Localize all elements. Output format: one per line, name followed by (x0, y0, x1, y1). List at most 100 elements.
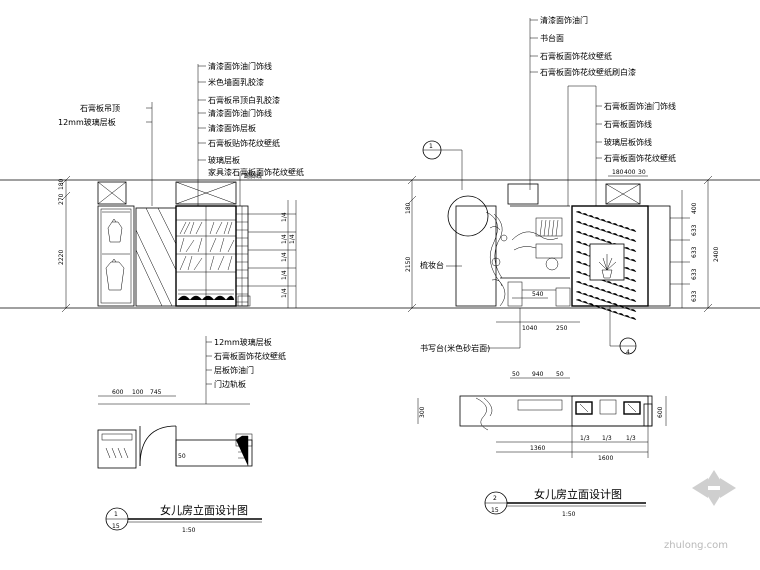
dim-p2-right-0: 600 (657, 406, 664, 418)
callout-e1-7: 家具漆石膏板面饰花纹壁纸 (208, 167, 304, 177)
elevation-1-callouts: 清漆面饰油门饰线 米色墙面乳胶漆 石膏板吊顶白乳胶漆 清漆面饰油门饰线 清漆面饰… (197, 61, 304, 206)
plan-1-hangers (105, 447, 129, 459)
marker-top-label: 1 (429, 143, 433, 150)
title-2-name: 女儿房立面设计图 (534, 487, 622, 501)
dim-e1-left-2: 2220 (58, 250, 65, 265)
dim-p2-bottom-2: 1/3 (602, 435, 612, 442)
callout-e2-1: 书台面 (540, 33, 564, 43)
plan-2-cabinet (571, 395, 649, 427)
dim-e2-top-1: 400 (624, 169, 636, 176)
watermark-text: zhulong.com (664, 540, 728, 551)
title-2-scale: 1:50 (562, 511, 576, 518)
title-1-scale: 1:50 (182, 527, 196, 534)
dim-e2-top-2: 30 (638, 169, 646, 176)
left-callout-e1-1: 12mm玻璃层板 (58, 117, 116, 127)
title-1-name: 女儿房立面设计图 (160, 503, 248, 517)
detail-circle (447, 195, 489, 237)
dim-p2-bottom-3: 1/3 (626, 435, 636, 442)
dim-p2-top-0: 50 (512, 371, 520, 378)
mirror-door (135, 207, 177, 307)
callout-e2-7: 石膏板面饰花纹壁纸 (604, 153, 676, 163)
callout-e1-3: 清漆面饰油门饰线 (208, 108, 272, 118)
dim-e2-right-2: 633 (691, 246, 698, 258)
cabinet-top-box (175, 181, 237, 205)
callout-p1-1: 石膏板面饰花纹壁纸 (214, 351, 286, 361)
dim-e2-bottom-2: 540 (532, 291, 544, 298)
section-marker-top: 1 (422, 140, 463, 190)
elevation-2-callouts: 清漆面饰油门 书台面 石膏板面饰花纹壁纸 石膏板面饰花纹壁纸刷白漆 石膏板面饰油… (529, 15, 676, 206)
hanging-clothes-icon (102, 211, 130, 291)
dim-e2-bottom-0: 1040 (522, 325, 537, 332)
callout-p1-0: 12mm玻璃层板 (214, 337, 272, 347)
callout-e1-1: 米色墙面乳胶漆 (208, 77, 264, 87)
dim-e2-right-3: 633 (691, 268, 698, 280)
dim-e2-right-0: 400 (691, 202, 698, 214)
plan-2-desk (517, 399, 563, 411)
dim-e2-right-4: 633 (691, 290, 698, 302)
callout-e2-2: 石膏板面饰花纹壁纸 (540, 51, 612, 61)
callout-e2-6: 玻璃层板饰线 (604, 137, 652, 147)
plan-2-room (459, 395, 653, 427)
plan-2-scroll-icon (475, 397, 493, 431)
dim-p1-2: 745 (150, 389, 162, 396)
callout-e1-2: 石膏板吊顶白乳胶漆 (208, 95, 280, 105)
dim-e2-left-0: 180 (405, 202, 412, 214)
dim-p2-bottom-0: 1360 (530, 445, 545, 452)
callout-e2-3: 石膏板面饰花纹壁纸刷白漆 (540, 67, 636, 77)
dim-e2-left-1: 2150 (405, 257, 412, 272)
dim-p2-bottom-1: 1/3 (580, 435, 590, 442)
dim-p1-3: 50 (178, 453, 186, 460)
elevation-2-left-dims: 180 2150 梳妆台 (405, 175, 462, 313)
e2-right-cabinet (647, 205, 671, 307)
callout-e2-5: 石膏板面饰线 (604, 119, 652, 129)
desk-unit (500, 205, 571, 307)
title-block-1: 1 15 女儿房立面设计图 1:50 (105, 503, 262, 534)
callout-e1-5: 石膏板贴饰花纹壁纸 (208, 138, 280, 148)
e1-top-label: 踢脚线 (244, 172, 262, 180)
door-swing (139, 425, 177, 467)
elevation-2-top-dims: 180 400 30 (608, 169, 648, 177)
dim-p1-1: 100 (132, 389, 144, 396)
plan-1-cabinet (175, 439, 253, 467)
vase-icon (598, 254, 617, 279)
dim-e1-right-2: 1/4 (281, 252, 288, 262)
plan-2: 50 940 50 300 600 1360 1/3 1/3 1/3 1600 (417, 371, 667, 462)
dim-e1-right-1: 1/4 (281, 234, 288, 244)
callout-e2-4: 石膏板面饰油门饰线 (604, 101, 676, 111)
callout-e2-0: 清漆面饰油门 (540, 15, 588, 25)
e2-top-box-left (507, 183, 539, 205)
dim-p1-0: 600 (112, 389, 124, 396)
wardrobe-top-box (97, 181, 127, 205)
dim-p2-left-0: 300 (419, 406, 426, 418)
elevation-1-left-callouts: 石膏板吊顶 12mm玻璃层板 (58, 102, 153, 206)
elevation-2-right-dims: 400 633 633 633 633 2400 (670, 175, 720, 313)
elevation-2-bottom-dims: 1040 250 540 书写台(米色砂岩面) (420, 291, 580, 353)
e2-top-box-right (605, 183, 641, 205)
callout-p1-3: 门边轨板 (214, 379, 246, 389)
wardrobe-frame (97, 205, 135, 307)
elevation-1-left-dims: 180 270 2220 (58, 175, 71, 313)
e2-side-label: 梳妆台 (420, 260, 444, 270)
marker-bottom-label: 4 (626, 349, 630, 356)
plan-1: 600 100 745 50 12mm玻璃层板 石膏板面饰花纹壁纸 层板饰油门 … (97, 336, 286, 469)
watermark: zhulong.com (664, 470, 736, 551)
dim-e1-right-5: 1/4 (289, 234, 296, 244)
callout-e1-6: 玻璃层板 (208, 155, 240, 165)
dim-e2-right-1: 633 (691, 224, 698, 236)
title-block-2: 2 15 女儿房立面设计图 1:50 (484, 487, 646, 518)
dim-e1-right-4: 1/4 (281, 288, 288, 298)
dim-e1-right-0: 1/4 (281, 212, 288, 222)
plan-1-wardrobe (97, 429, 137, 469)
left-callout-e1-0: 石膏板吊顶 (80, 103, 120, 113)
dim-e1-left-0: 180 (58, 178, 65, 190)
dim-p2-top-1: 940 (532, 371, 544, 378)
elevation-2: 1 (405, 15, 720, 356)
desk-left-panel (455, 205, 497, 307)
title-1-number: 1 (114, 511, 118, 518)
bookshelf-books (176, 206, 236, 306)
e2-bottom-callout: 书写台(米色砂岩面) (420, 343, 490, 353)
watermark-logo-icon (692, 470, 736, 506)
title-2-number: 2 (493, 495, 497, 502)
dim-e2-right-5: 2400 (713, 247, 720, 262)
